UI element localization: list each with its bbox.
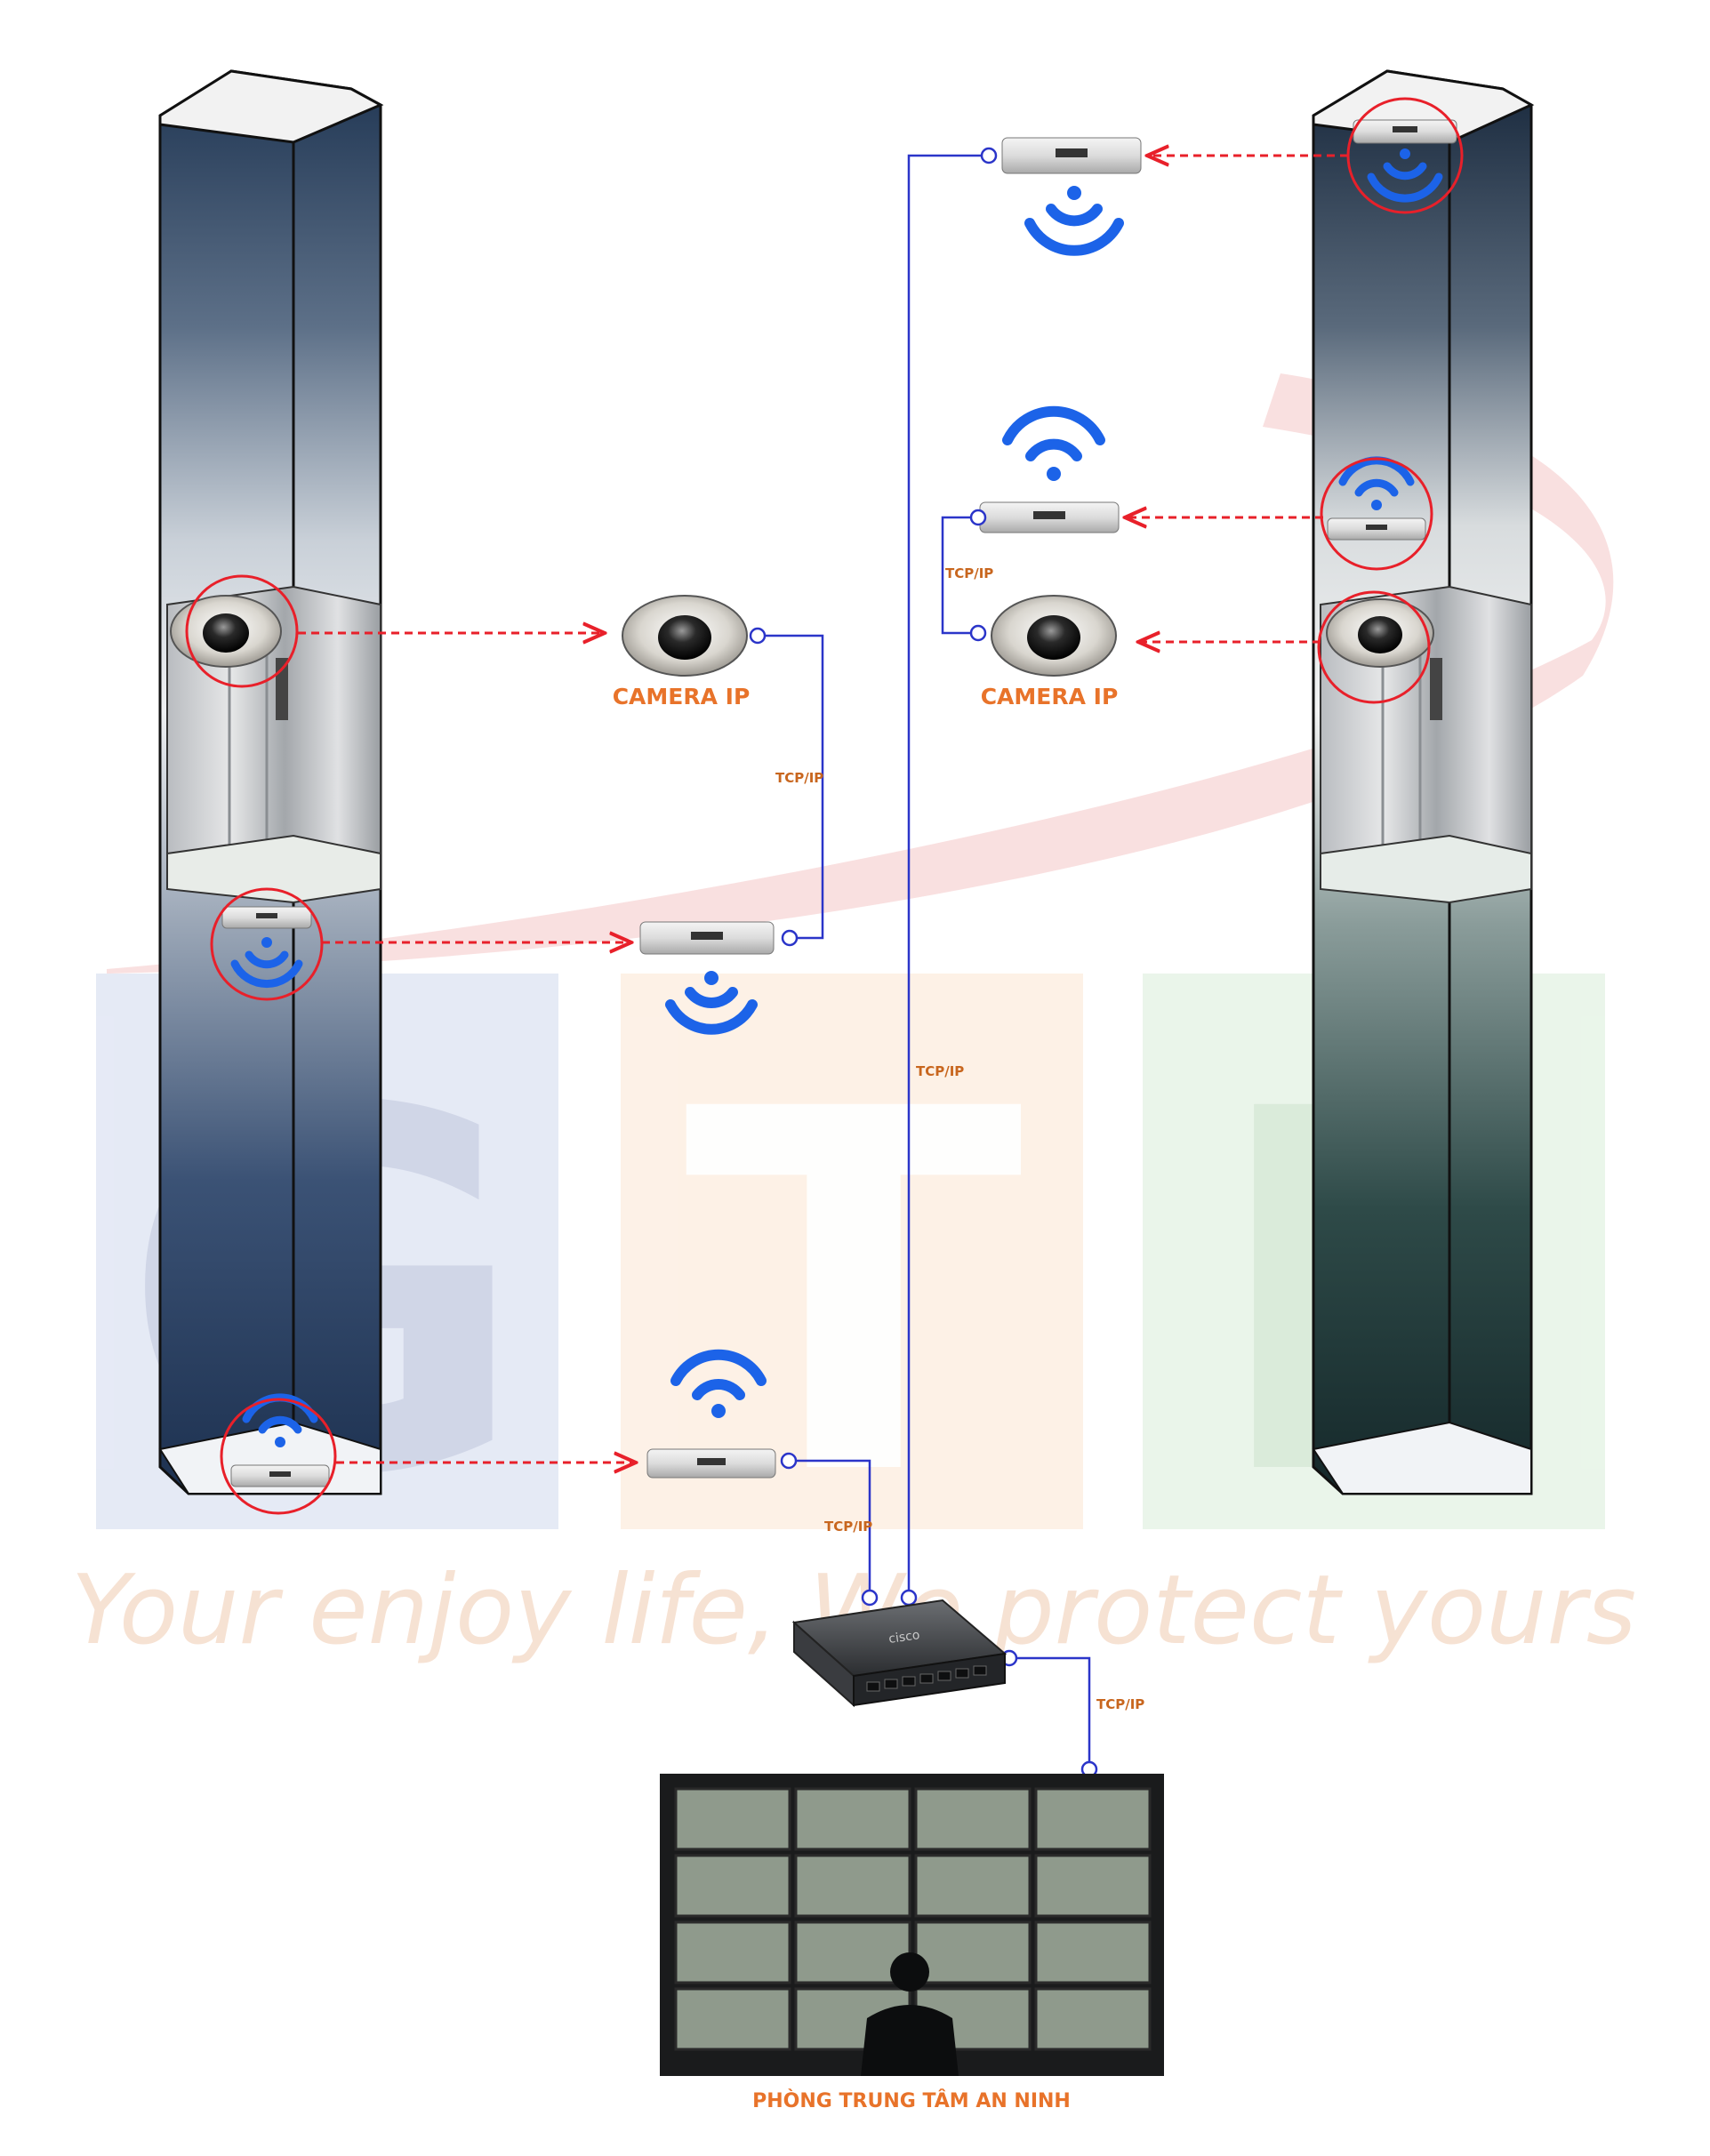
link-endpoints (749, 147, 1098, 1778)
link-switch-to-monitor (1009, 1656, 1091, 1769)
tcp-ip-label-1: TCP/IP (775, 770, 823, 786)
camera-ip-label-right: CAMERA IP (981, 684, 1119, 709)
video-wall-screens (674, 1787, 1152, 2051)
elevator-shaft-left (158, 69, 384, 1495)
wifi-signal-icon (230, 937, 303, 988)
highlight-circle-right-camera (1317, 590, 1431, 704)
highlight-circle-left-camera (185, 574, 299, 688)
wifi-signal-icon (242, 1393, 318, 1447)
watermark-letter-t: T (684, 1006, 1026, 1585)
control-room-label: PHÒNG TRUNG TÂM AN NINH (752, 2089, 1071, 2112)
link-bridge-to-camera-right (941, 516, 978, 635)
tcp-ip-labels: TCP/IP TCP/IP TCP/IP TCP/IP TCP/IP (775, 565, 1144, 1712)
wifi-signal-icon (1024, 186, 1124, 256)
link-bottom-bridge-to-switch (787, 1459, 871, 1596)
elevator-shaft-right (1312, 69, 1535, 1495)
link-top-bridge-to-switch (907, 154, 987, 1596)
tcp-ip-label-4: TCP/IP (824, 1519, 872, 1535)
wireless-bridge-icon (979, 501, 1120, 533)
link-camera-to-bridge-left (758, 634, 824, 940)
highlight-circle-left-bottom (220, 1398, 337, 1515)
tcp-ip-label-3: TCP/IP (916, 1063, 964, 1079)
wireless-bridge-icon (1327, 517, 1426, 541)
operator-silhouette (861, 1952, 959, 2076)
wireless-bridge-icon (221, 906, 312, 929)
wireless-bridge-icon (639, 921, 775, 955)
wifi-signal-icon (1367, 148, 1443, 203)
wireless-link-arrows (298, 156, 1348, 1463)
highlight-circle-right-bridge (1320, 457, 1433, 571)
wifi-signal-icon (665, 971, 758, 1035)
video-wall (660, 1774, 1164, 2076)
wireless-bridge-icon (646, 1448, 776, 1479)
tcp-ip-label-2: TCP/IP (945, 565, 993, 581)
watermark-block-orange (621, 974, 1083, 1529)
highlight-circle-left-bridge (210, 887, 324, 1001)
wifi-signal-icon (670, 1349, 767, 1418)
wifi-signal-icon (1338, 456, 1415, 510)
camera-ip-right (991, 595, 1117, 677)
wifi-signal-icon (1002, 405, 1105, 481)
watermark-swoosh (107, 373, 1614, 974)
dome-camera-icon (1326, 598, 1434, 668)
wireless-bridge-icon (230, 1464, 330, 1487)
wireless-bridge-icon (1353, 119, 1457, 144)
camera-ip-label-left: CAMERA IP (613, 684, 751, 709)
network-switch: cisco (791, 1599, 1008, 1708)
dome-camera-icon (170, 595, 282, 668)
tcp-ip-label-5: TCP/IP (1096, 1696, 1144, 1712)
camera-ip-left (622, 595, 748, 677)
tcp-ip-links (758, 154, 1091, 1769)
wireless-bridge-icon (1001, 137, 1142, 174)
switch-brand-label: cisco (887, 1628, 920, 1647)
